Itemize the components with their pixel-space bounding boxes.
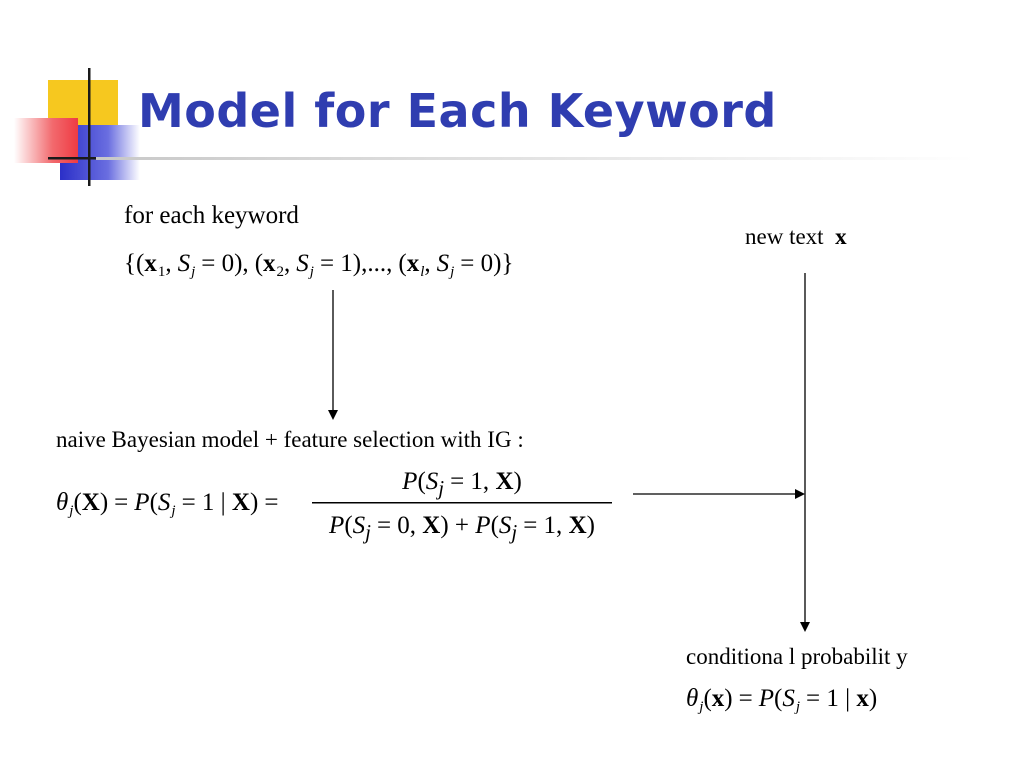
slide-title: Model for Each Keyword: [138, 84, 777, 138]
output-caption: conditiona l probabilit y: [686, 644, 908, 669]
training-set-formula: {(x1,Sj= 0),(x2,Sj= 1),...,(xl,Sj= 0)}: [124, 250, 514, 280]
model-formula-denominator: P(Sj= 0, X) + P(Sj= 1, X): [329, 512, 595, 544]
arrow-head: [795, 489, 805, 499]
model-formula-numerator: P(Sj= 1, X): [402, 468, 522, 500]
fraction-bar: [312, 502, 612, 504]
arrow-head: [800, 622, 810, 632]
output-formula: θj(x)=P(Sj= 1 | x): [686, 685, 878, 715]
new-text-label: new text x: [745, 224, 847, 249]
model-caption: naive Bayesian model + feature selection…: [56, 427, 524, 452]
slide-logo-icon: [14, 68, 976, 186]
title-underline: [96, 157, 976, 160]
model-formula-lhs: θj(X)=P(Sj= 1 | X)=: [56, 489, 279, 519]
arrow-head: [328, 410, 338, 420]
training-caption: for each keyword: [124, 202, 299, 229]
deco-red-square: [14, 118, 78, 163]
